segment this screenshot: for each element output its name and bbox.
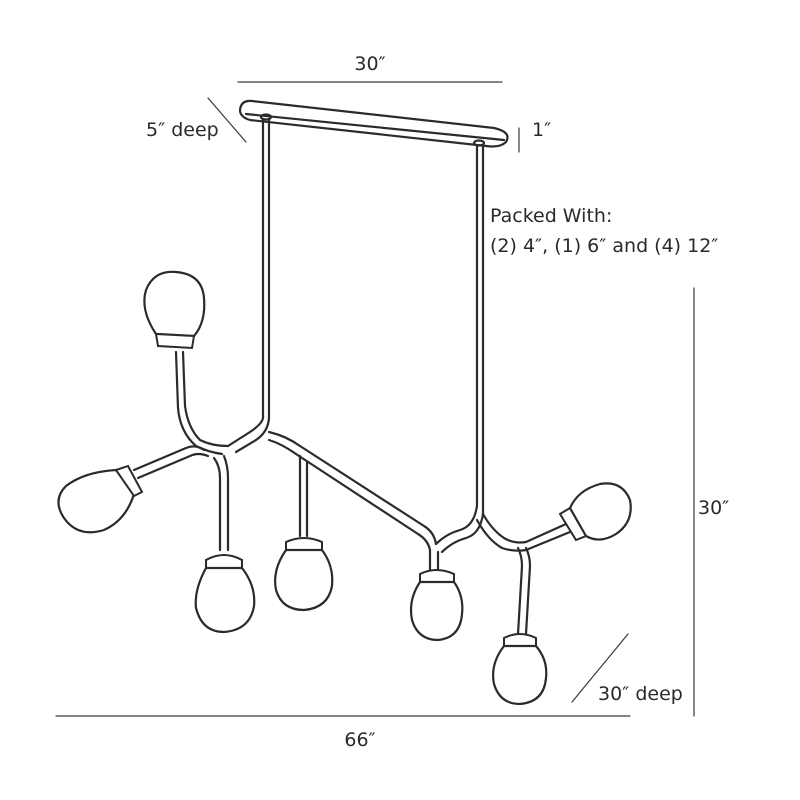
shade-center-collar (285, 537, 323, 551)
canopy-depth-label: 5″ deep (146, 119, 219, 141)
shade-left-middle (194, 554, 256, 634)
arm-right-a (481, 512, 568, 544)
arm-upper-left-b (181, 350, 230, 448)
shade-top-left (143, 270, 206, 350)
shade-right-middle-collar (419, 569, 455, 583)
shade-far-left-collar (114, 464, 144, 498)
suspension-rods (261, 117, 485, 490)
arm-hub-right-a (434, 486, 479, 546)
shade-left-middle-glass (194, 566, 256, 634)
glass-shades (57, 270, 632, 706)
shade-lower-right-glass (492, 644, 548, 706)
shade-top-left-glass (143, 270, 206, 338)
arm-diagonal-b (267, 438, 432, 552)
dimension-lines (55, 81, 695, 717)
canopy-width-label: 30″ (354, 53, 385, 75)
packed-with-title: Packed With: (490, 205, 612, 227)
arm-far-left-a (132, 445, 206, 472)
drop-far-right-a (516, 546, 524, 636)
arm-hub-right-b (440, 486, 485, 554)
shade-lower-right (492, 633, 548, 706)
arm-hub-left-a (226, 416, 265, 448)
packed-with-rods: (2) 4″, (1) 6″ and (4) 12″ (490, 235, 718, 257)
shade-far-left-glass (57, 468, 136, 534)
canopy-mount-left (259, 113, 273, 121)
canopy-edge (244, 112, 506, 142)
drop-left-mid-a (212, 456, 222, 552)
branch-frame (132, 350, 572, 636)
arm-diagonal-a (267, 430, 438, 546)
arm-far-left-b (136, 452, 210, 480)
shade-far-left (57, 464, 144, 534)
arm-hub-left-b (234, 416, 271, 454)
overall-height-label: 30″ (698, 497, 729, 519)
overall-depth-label: 30″ deep (598, 683, 683, 705)
dimension-labels: 30″ 5″ deep 1″ Packed With: (2) 4″, (1) … (146, 53, 729, 751)
shade-right-middle (409, 569, 464, 642)
drop-left-mid-b (222, 454, 230, 552)
overall-width-label: 66″ (344, 729, 375, 751)
shade-left-middle-collar (205, 554, 243, 569)
shade-far-right-glass (568, 482, 632, 541)
canopy-mount-right (472, 139, 486, 147)
canopy-plate (238, 99, 509, 148)
canopy (238, 99, 509, 148)
overall-depth-line (571, 633, 629, 703)
shade-right-middle-glass (409, 580, 464, 642)
shade-lower-right-collar (503, 633, 537, 647)
shade-center-glass (274, 548, 334, 612)
drop-far-right-b (524, 546, 532, 636)
canopy-depth-line (207, 97, 247, 143)
shade-top-left-collar (154, 332, 196, 350)
shade-far-right (558, 482, 632, 542)
canopy-height-label: 1″ (532, 119, 551, 141)
shade-center (274, 537, 334, 612)
arm-right-b (475, 518, 572, 552)
